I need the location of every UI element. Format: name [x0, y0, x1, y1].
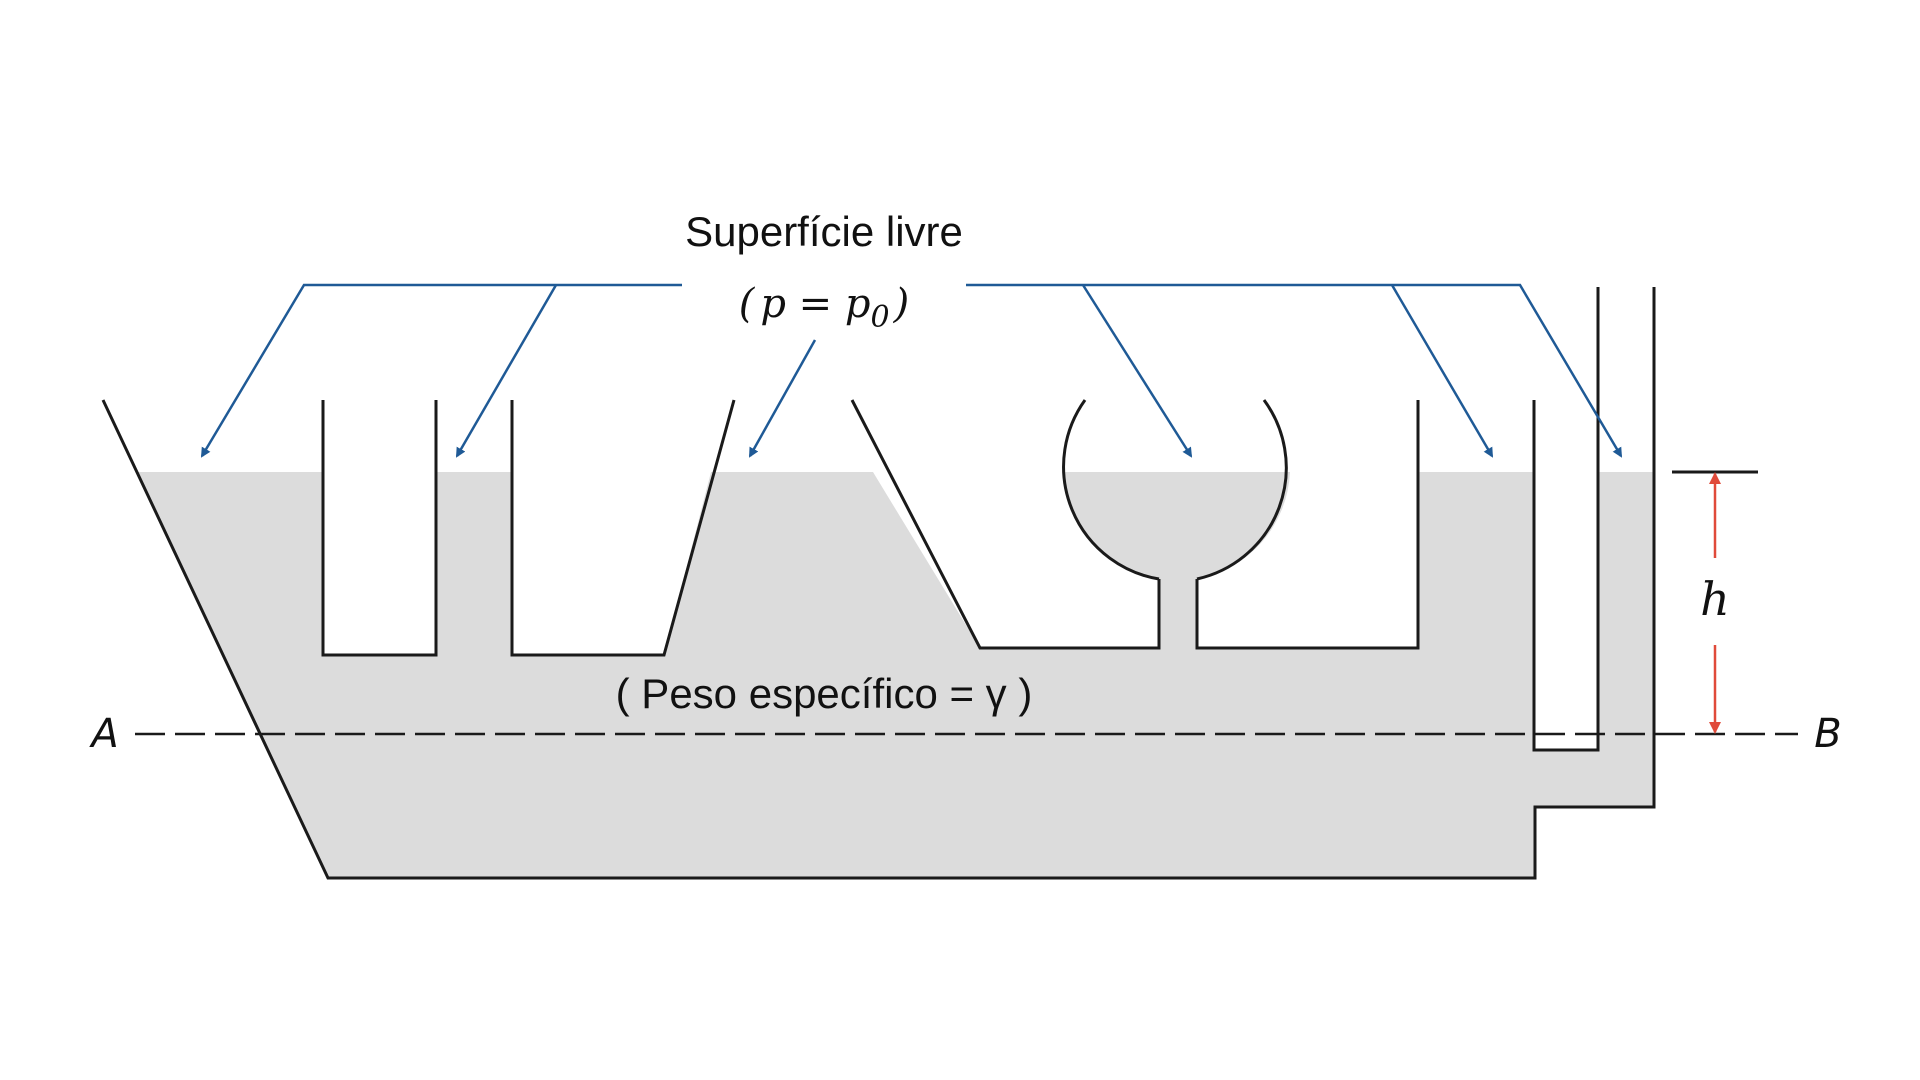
container-walls [101, 287, 1656, 880]
leader-center [748, 339, 817, 458]
point-a-label: A [88, 711, 118, 757]
vessel-trapezoid [510, 399, 736, 657]
vessel-funnel-left [850, 399, 1161, 650]
height-label: h [1700, 572, 1730, 626]
point-b-label: B [1814, 711, 1841, 757]
specific-weight-label: ( Peso específico = γ ) [616, 670, 1033, 717]
vessel-bulb-left [1062, 399, 1160, 581]
leader-left-2 [455, 284, 558, 458]
leader-left [200, 283, 682, 458]
leader-right [966, 283, 1623, 458]
vessel-bulb-right [1196, 399, 1288, 581]
leader-right-2 [1081, 284, 1193, 458]
pressure-label: (p = p0) [739, 281, 909, 335]
free-surface-leaders [200, 283, 1623, 458]
vessel-rect-left [321, 400, 438, 657]
inner-tube [1532, 287, 1600, 752]
left-wall [101, 287, 1656, 880]
leader-right-3 [1390, 284, 1494, 458]
vessel-funnel-right [1195, 400, 1420, 650]
free-surface-label: Superfície livre [685, 208, 963, 255]
liquid-region [137, 472, 1654, 878]
